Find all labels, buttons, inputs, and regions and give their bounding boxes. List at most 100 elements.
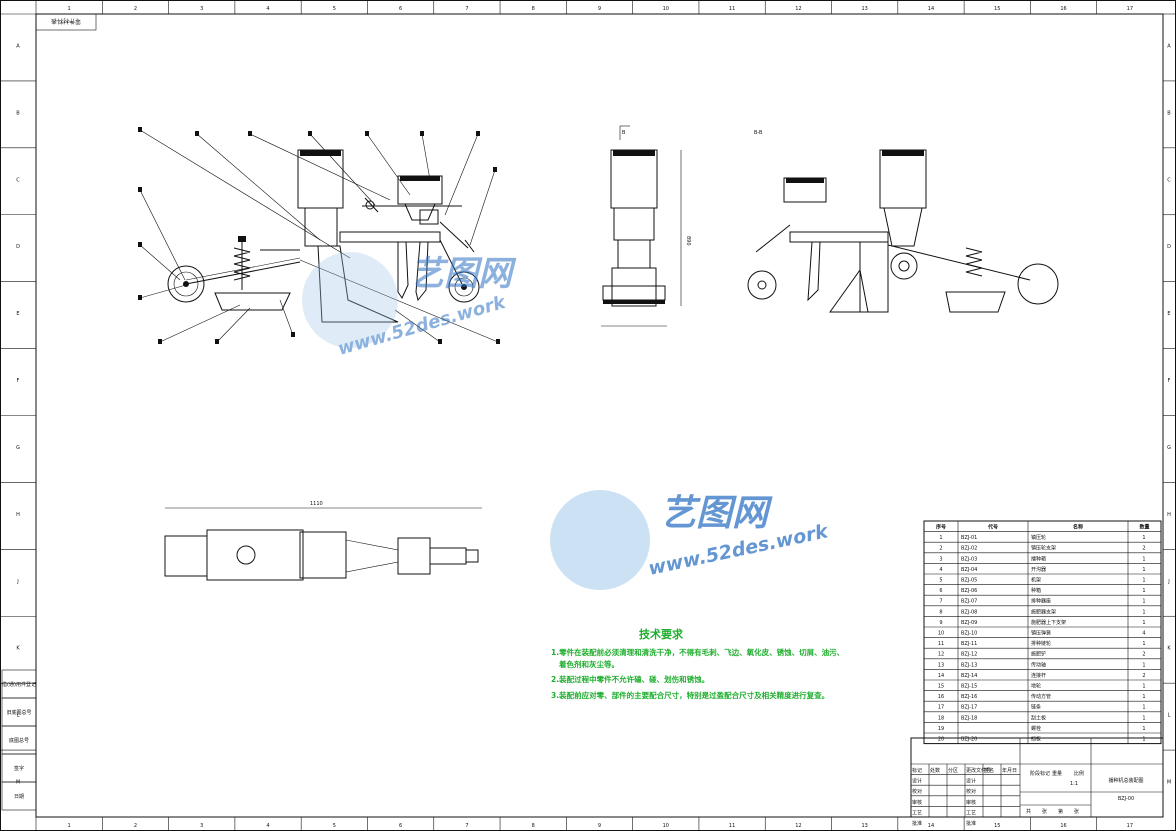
zone-col-label: 6 — [399, 6, 402, 12]
section-label: B-B — [754, 130, 763, 136]
zone-col-label: 14 — [928, 823, 934, 829]
title-stage: 阶段标记 — [1030, 770, 1050, 777]
bom-cell: BZJ-18 — [961, 715, 977, 721]
top-view: 1110 — [164, 501, 482, 581]
zone-row-label: C — [16, 177, 20, 183]
bom-cell: 1 — [1142, 694, 1145, 700]
bom-cell: 1 — [1142, 535, 1145, 541]
zone-col-label: 16 — [1060, 6, 1066, 12]
zone-col-label: 7 — [465, 6, 468, 12]
zone-col-label: 3 — [200, 6, 203, 12]
part-leaders — [138, 127, 500, 344]
registration-cell: 签字 — [14, 765, 24, 772]
bom-cell: 施肥铲 — [1031, 651, 1046, 658]
bom-cell: 螺栓 — [1031, 725, 1041, 732]
title-role: 批准 — [912, 820, 922, 827]
title-mark: 签名 — [984, 767, 994, 774]
registration-cell: 旧底图总号 — [6, 709, 31, 716]
zone-col-label: 1 — [68, 6, 71, 12]
bom-cell: BZJ-09 — [961, 620, 977, 626]
tech-line: 3.装配前应对零、部件的主要配合尺寸，特别是过盈配合尺寸及相关精度进行复查。 — [551, 690, 829, 700]
zone-row-label: G — [1167, 445, 1171, 451]
bom-cell: 20 — [938, 737, 944, 743]
bom-cell: 1 — [1142, 684, 1145, 690]
bom-cell: 镇压轮 — [1031, 534, 1046, 541]
title-role: 设计 — [912, 778, 922, 785]
zone-row-label: J — [16, 579, 18, 585]
bom-cell: 镇压弹簧 — [1031, 630, 1051, 637]
zone-row-label: C — [1167, 177, 1171, 183]
corner-label-box — [35, 13, 97, 31]
tech-line: 1.零件在装配前必须清理和清洗干净，不得有毛刺、飞边、氧化皮、锈蚀、切屑、油污、 — [551, 647, 844, 657]
bom-cell: 12 — [938, 652, 944, 658]
bom-cell: 2 — [1142, 652, 1145, 658]
bom-cell: 挡板 — [1031, 736, 1041, 743]
bom-cell: BZJ-12 — [961, 652, 977, 658]
title-role: 批准 — [966, 820, 976, 827]
bom-cell: 14 — [938, 673, 944, 679]
zone-col-label: 4 — [266, 823, 269, 829]
zone-col-label: 9 — [598, 823, 601, 829]
bom-cell: 种箱 — [1031, 587, 1041, 594]
title-role: 校对 — [912, 788, 922, 795]
zone-col-label: 8 — [532, 823, 535, 829]
bom-cell: 2 — [1142, 546, 1145, 552]
bom-cell: 传动方管 — [1031, 693, 1051, 700]
bom-cell: 6 — [939, 588, 942, 594]
zone-row-label: M — [16, 780, 20, 786]
bom-cell: BZJ-01 — [961, 535, 977, 541]
bom-cell: 3 — [939, 556, 942, 562]
watermark-brand: 艺图网 — [660, 493, 773, 534]
zone-col-label: 2 — [134, 823, 137, 829]
bom-cell: 1 — [1142, 726, 1145, 732]
technical-requirements: 技术要求 1.零件在装配前必须清理和清洗干净，不得有毛刺、飞边、氧化皮、锈蚀、切… — [551, 627, 844, 700]
zone-row-label: M — [1167, 780, 1171, 786]
ground-wheel — [448, 271, 480, 303]
bom-header: 代号 — [987, 524, 998, 531]
bom-cell: 传动轴 — [1031, 661, 1046, 668]
zone-row-label: G — [16, 445, 20, 451]
zone-col-label: 12 — [795, 6, 801, 12]
bom-cell: BZJ-06 — [961, 588, 977, 594]
title-stage: 比例 — [1074, 770, 1084, 777]
corner-label: 零件材料表 — [51, 17, 81, 25]
zone-col-label: 13 — [861, 823, 867, 829]
side-arrow-label: B — [622, 130, 626, 136]
bom-cell: BZJ-10 — [961, 631, 977, 637]
tech-line: 2.装配过程中零件不允许磕、碰、划伤和锈蚀。 — [551, 674, 709, 684]
zone-col-label: 10 — [663, 6, 669, 12]
bom-cell: 8 — [939, 609, 942, 615]
bom-cell: 2 — [1142, 673, 1145, 679]
bom-cell: 11 — [938, 641, 944, 647]
scale: 1:1 — [1070, 781, 1078, 787]
title-sheet: 共 — [1026, 808, 1031, 815]
zone-col-label: 17 — [1127, 823, 1133, 829]
zone-col-label: 15 — [994, 6, 1000, 12]
bom-cell: 1 — [1142, 578, 1145, 584]
watermark-upper: 艺图网 www.52des.work — [302, 252, 517, 360]
bom-cell: BZJ-04 — [961, 567, 977, 573]
bom-header: 数量 — [1139, 524, 1149, 531]
drawing-name: 播种机总装配图 — [1108, 777, 1143, 784]
title-role: 审核 — [966, 799, 976, 806]
registration-cell: 日期 — [14, 794, 24, 800]
title-role: 审核 — [912, 799, 922, 806]
bom-cell: 镇压轮支架 — [1031, 545, 1056, 552]
bom-cell: 施肥器上下支架 — [1031, 619, 1066, 626]
bom-cell: 15 — [938, 684, 944, 690]
drawing-no: BZJ-00 — [1118, 796, 1134, 802]
front-view — [138, 127, 500, 344]
title-sheet: 张 — [1042, 808, 1047, 815]
bom-cell: 地轮 — [1031, 683, 1041, 690]
title-stage: 重量 — [1052, 770, 1062, 777]
title-role: 工艺 — [966, 810, 976, 816]
title-role: 校对 — [966, 788, 976, 795]
section-view: B-B — [747, 130, 1059, 313]
registration-cell: 底图总号 — [9, 737, 29, 744]
bom-cell: 1 — [1142, 715, 1145, 721]
title-block: 播种机总装配图 BZJ-00 1:1 标记处数分区更改文件号签名年月日设计设计校… — [910, 737, 1164, 831]
bom-cell: 1 — [1142, 567, 1145, 573]
